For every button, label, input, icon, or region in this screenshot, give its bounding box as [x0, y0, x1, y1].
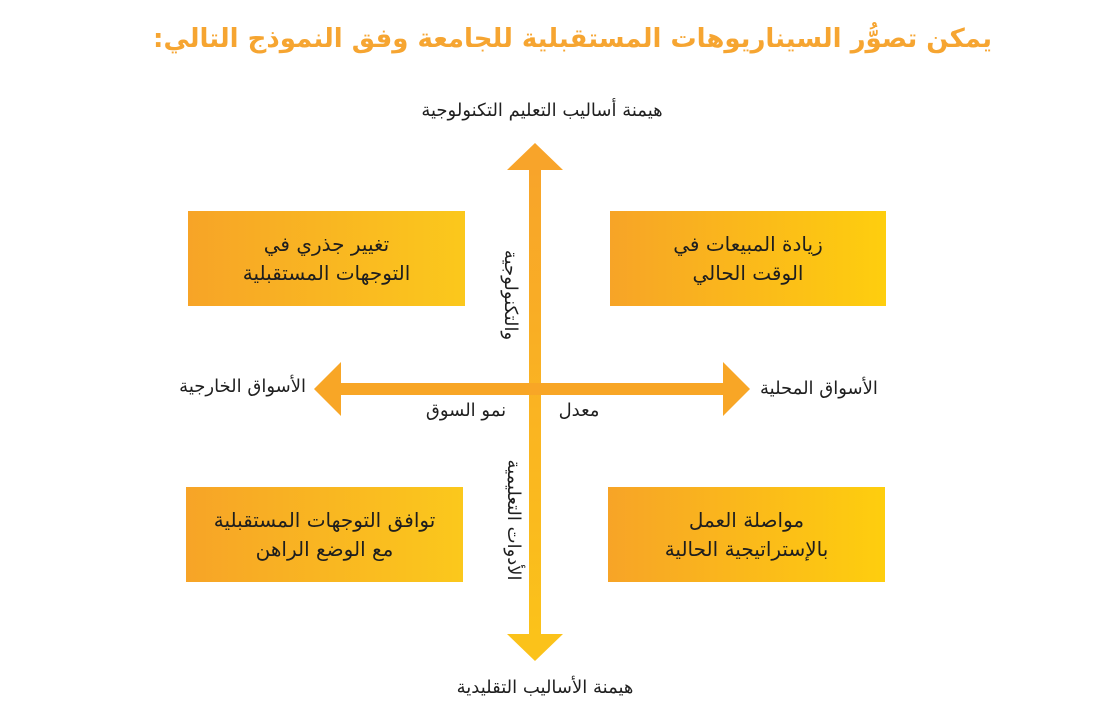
- horizontal-axis-shaft: [336, 383, 726, 395]
- down-arrowhead: [507, 634, 563, 661]
- axis-label-top: هيمنة أساليب التعليم التكنولوجية: [421, 100, 663, 121]
- page-heading: يمكن تصوُّر السيناريوهات المستقبلية للجا…: [153, 24, 992, 54]
- quadrant-bottom-left: توافق التوجهات المستقبلية مع الوضع الراه…: [186, 487, 463, 582]
- vertical-label-lower: الأدوات التعليمية: [503, 459, 524, 581]
- quadrant-top-right: زيادة المبيعات في الوقت الحالي: [610, 211, 886, 306]
- quadrant-top-left-text: تغيير جذري في التوجهات المستقبلية: [242, 231, 411, 285]
- left-arrowhead: [314, 362, 341, 416]
- quadrant-top-right-text: زيادة المبيعات في الوقت الحالي: [673, 231, 823, 285]
- quadrant-bottom-right-text: مواصلة العمل بالإستراتيجية الحالية: [664, 507, 829, 561]
- axis-label-right: الأسواق المحلية: [760, 378, 878, 399]
- right-arrowhead: [723, 362, 750, 416]
- axis-label-bottom: هيمنة الأساليب التقليدية: [456, 677, 634, 698]
- quadrant-bottom-left-text: توافق التوجهات المستقبلية مع الوضع الراه…: [213, 507, 436, 561]
- up-arrowhead: [507, 143, 563, 170]
- quadrant-top-left: تغيير جذري في التوجهات المستقبلية: [188, 211, 465, 306]
- quadrant-bottom-right: مواصلة العمل بالإستراتيجية الحالية: [608, 487, 885, 582]
- vertical-label-upper: والتكنولوجية: [500, 249, 521, 341]
- vertical-axis-shaft: [529, 166, 541, 638]
- axis-label-center-left: نمو السوق: [425, 400, 507, 421]
- axis-label-center-right: معدل: [558, 400, 600, 421]
- axis-label-left: الأسواق الخارجية: [179, 376, 306, 397]
